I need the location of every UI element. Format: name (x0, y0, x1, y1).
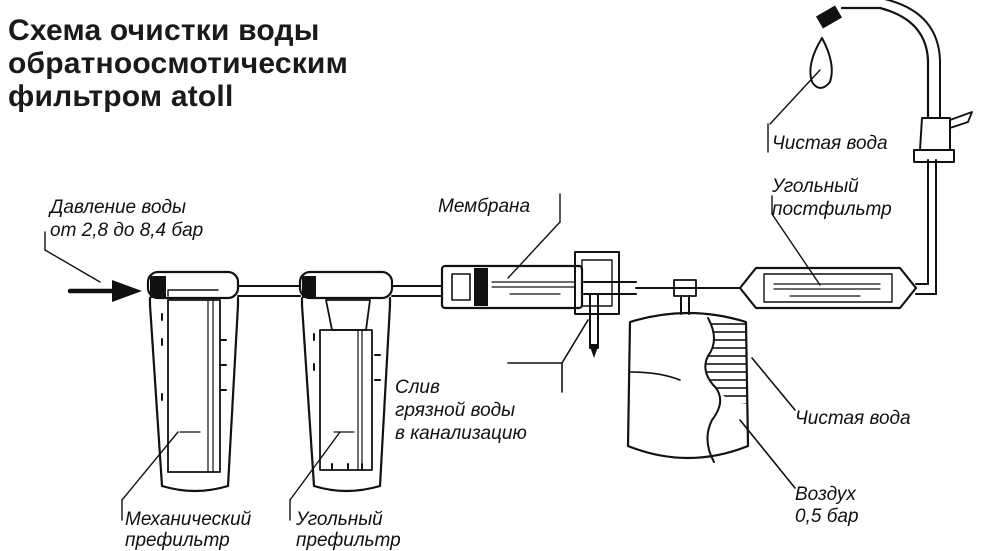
mechanical-prefilter-line-2: префильтр (125, 530, 230, 551)
title-line-2: обратноосмотическим (8, 47, 348, 80)
carbon-postfilter (738, 159, 937, 310)
diagram-title: Схема очистки воды обратноосмотическим ф… (8, 14, 348, 113)
clean-water-tank-label: Чистая вода (795, 408, 911, 429)
carbon-prefilter-line-2: префильтр (296, 530, 401, 551)
carbon-postfilter-line-1: Угольный (771, 176, 859, 197)
drain-label: Слив грязной воды в канализацию (395, 377, 527, 444)
pressure-label: Давление воды от 2,8 до 8,4 бар (48, 197, 203, 241)
mechanical-prefilter-line-1: Механический (125, 509, 252, 530)
carbon-prefilter-line-1: Угольный (295, 509, 383, 530)
title-line-3: фильтром atoll (8, 80, 234, 113)
label-markers (44, 193, 561, 521)
inlet-arrow (67, 280, 142, 302)
carbon-postfilter-line-2: постфильтр (772, 199, 892, 220)
drain-line-2: грязной воды (395, 400, 515, 421)
pressure-line-2: от 2,8 до 8,4 бар (50, 220, 203, 241)
drain-line-3: в канализацию (395, 423, 527, 444)
pressure-line-1: Давление воды (48, 197, 186, 218)
faucet (767, 0, 973, 163)
membrane-housing (440, 251, 741, 358)
air-label: Воздух 0,5 бар (795, 484, 861, 527)
drain-pointer (507, 319, 589, 393)
mechanical-prefilter-label: Механический префильтр (125, 509, 257, 551)
air-line-2: 0,5 бар (795, 506, 859, 527)
tee-connector (673, 279, 697, 315)
air-line-1: Воздух (795, 484, 857, 505)
title-line-1: Схема очистки воды (8, 14, 320, 47)
drain-line-1: Слив (395, 377, 440, 398)
carbon-prefilter-label: Угольный префильтр (295, 509, 401, 551)
storage-tank (626, 311, 796, 489)
carbon-postfilter-label: Угольный постфильтр (771, 176, 892, 220)
clean-water-tap-label: Чистая вода (772, 133, 888, 154)
mechanical-prefilter (146, 270, 301, 493)
carbon-prefilter (298, 270, 443, 493)
membrane-label: Мембрана (438, 196, 530, 217)
